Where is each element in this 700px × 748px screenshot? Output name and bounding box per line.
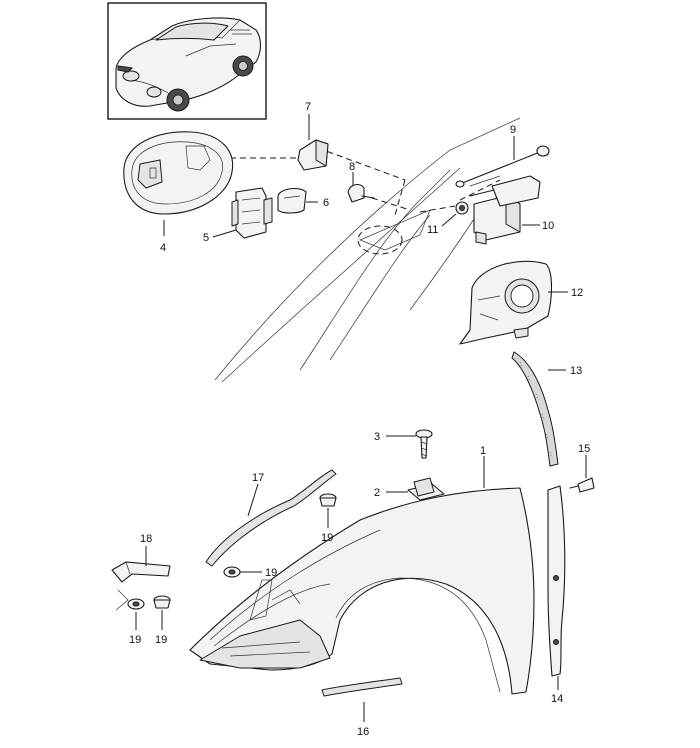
part-19-nut-middle xyxy=(223,566,241,578)
part-15-clip-pin xyxy=(569,477,595,493)
callout-19-lower-left: 19 xyxy=(129,634,141,646)
callout-10: 10 xyxy=(542,220,554,232)
part-11-nut xyxy=(455,201,469,215)
callout-19-middle: 19 xyxy=(265,567,277,579)
part-6-clip xyxy=(277,187,307,214)
vehicle-thumbnail xyxy=(107,2,267,120)
part-1-fender xyxy=(189,487,535,695)
part-9-release-cable xyxy=(455,145,550,188)
callout-12: 12 xyxy=(571,287,583,299)
leader-lines xyxy=(135,114,587,722)
callout-19-lower-right: 19 xyxy=(155,634,167,646)
part-4-fuel-filler-flap xyxy=(123,131,234,215)
callout-6: 6 xyxy=(323,197,329,209)
part-2-clip-nut xyxy=(407,477,445,501)
part-13-sealing-strip xyxy=(511,351,559,467)
part-17-seal-strip xyxy=(205,469,337,567)
assembly-lines xyxy=(230,147,501,216)
callout-8: 8 xyxy=(349,161,355,173)
part-8-buffer xyxy=(347,183,375,203)
callout-1: 1 xyxy=(480,445,486,457)
part-3-screw xyxy=(415,429,433,459)
callout-18: 18 xyxy=(140,533,152,545)
callout-14: 14 xyxy=(551,693,563,705)
part-5-catch-bracket xyxy=(231,187,273,239)
callout-11: 11 xyxy=(427,224,438,236)
part-18-bracket xyxy=(111,561,171,611)
part-16-trim-strip xyxy=(321,677,403,697)
callout-4: 4 xyxy=(160,242,166,254)
callout-13: 13 xyxy=(570,365,582,377)
part-19-nut-lower-right xyxy=(153,595,171,609)
callout-7: 7 xyxy=(305,101,311,113)
part-12-filler-housing xyxy=(459,260,553,345)
part-10-actuator xyxy=(469,175,541,245)
callout-16: 16 xyxy=(357,726,369,738)
part-7-cap xyxy=(297,139,329,171)
callout-2: 2 xyxy=(374,487,380,499)
body-outline-ghost xyxy=(214,117,521,383)
callout-3: 3 xyxy=(374,431,380,443)
callout-5: 5 xyxy=(203,232,209,244)
part-19-nut-lower-left xyxy=(127,598,145,610)
callout-19-upper: 19 xyxy=(321,532,333,544)
callout-labels: 7 8 9 4 5 6 10 11 12 13 3 2 1 15 14 16 1… xyxy=(129,101,590,738)
callout-17: 17 xyxy=(252,472,264,484)
part-14-side-panel xyxy=(547,485,566,677)
callout-15: 15 xyxy=(578,443,590,455)
part-19-nut-upper xyxy=(319,493,337,507)
callout-9: 9 xyxy=(510,124,516,136)
